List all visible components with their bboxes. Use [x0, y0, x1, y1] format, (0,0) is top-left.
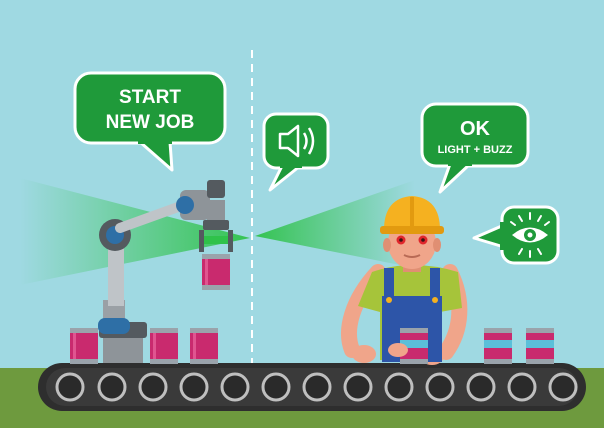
start-new-job-bubble: START NEW JOB: [73, 71, 227, 172]
can-held-by-robot: [202, 254, 230, 290]
can-left-1: [70, 328, 98, 364]
ok-light-buzz-bubble: OK LIGHT + BUZZ: [420, 102, 530, 194]
sky-background: [0, 0, 604, 372]
start-line-1: START: [119, 87, 181, 108]
worker-vision-beam: [255, 180, 415, 268]
conveyor-belt: [38, 363, 586, 411]
robot-arm: [98, 180, 233, 363]
can-right-1: [484, 328, 512, 364]
speaker-bubble: [262, 112, 330, 192]
can-left-3: [190, 328, 218, 364]
eye-bubble: [472, 205, 560, 265]
can-right-2: [526, 328, 554, 364]
robot-sensing-beam: [20, 178, 250, 285]
speaker-sound-icon: [278, 124, 315, 158]
start-line-2: NEW JOB: [106, 112, 195, 133]
can-left-2: [150, 328, 178, 364]
ok-title: OK: [460, 118, 491, 140]
ok-subtitle: LIGHT + BUZZ: [438, 144, 513, 156]
eye-vision-icon: [510, 212, 550, 258]
